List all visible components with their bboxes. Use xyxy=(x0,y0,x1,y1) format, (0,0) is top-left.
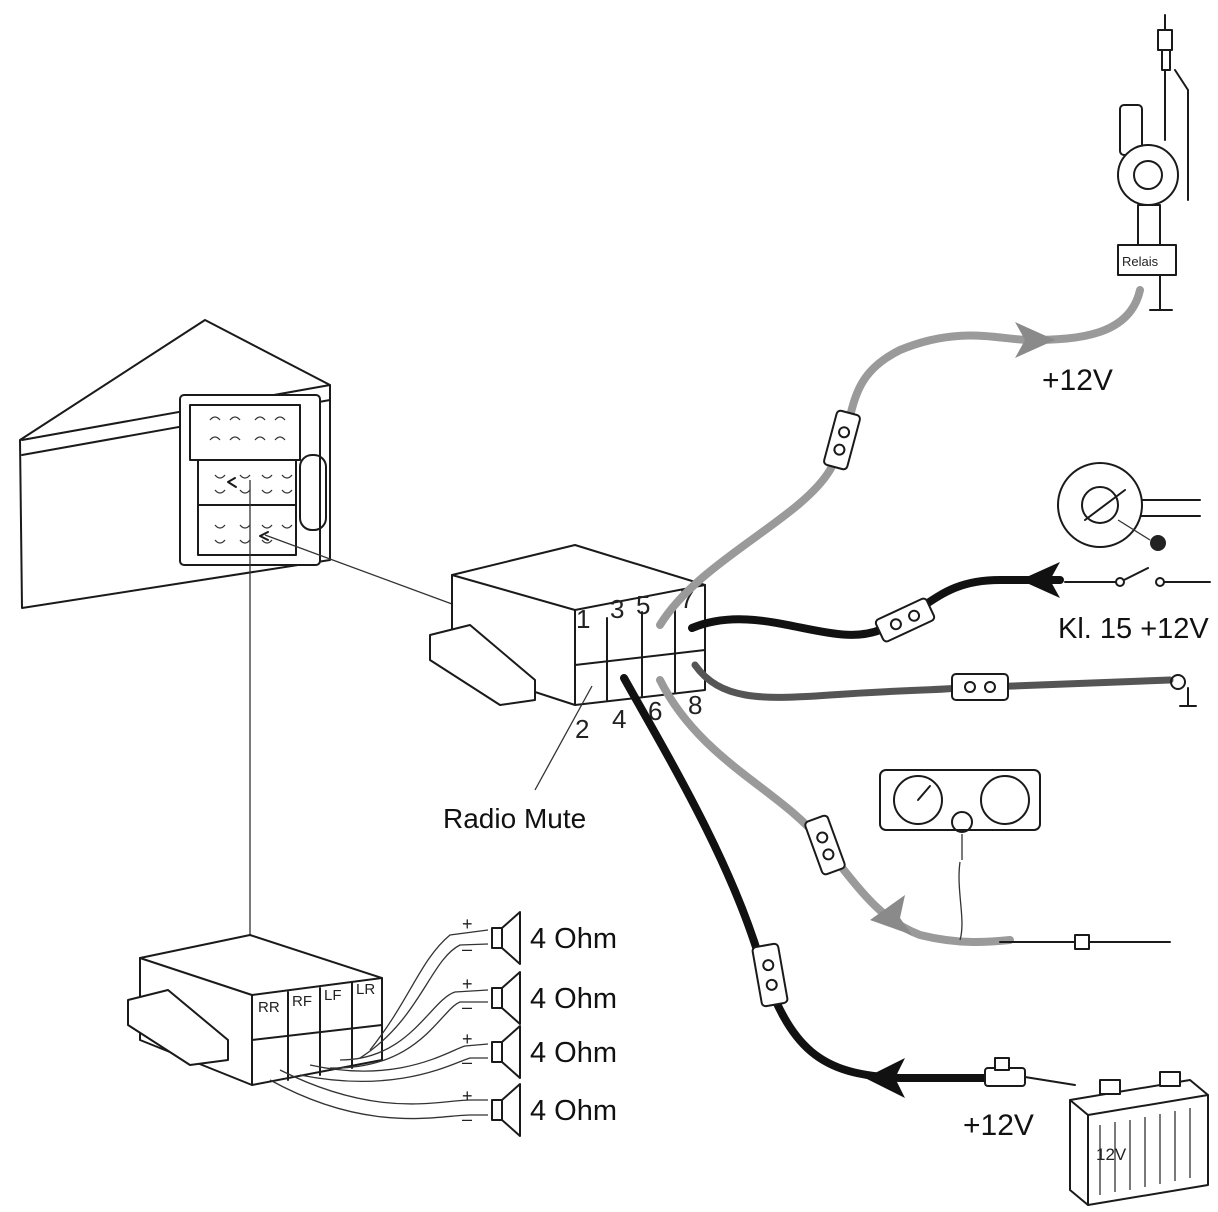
inline-fuse-icon xyxy=(804,814,846,876)
pin-5-label: 5 xyxy=(636,590,650,620)
ignition-wire xyxy=(688,576,1064,639)
antenna-power-label: +12V xyxy=(1042,364,1113,397)
speaker-minus: – xyxy=(462,939,472,959)
channel-lr-label: LR xyxy=(356,981,375,998)
ignition-switch-icon xyxy=(1064,567,1211,587)
speaker-minus: – xyxy=(462,1109,472,1129)
speaker-minus: – xyxy=(462,1052,472,1072)
pin-8-label: 8 xyxy=(688,690,702,720)
inline-fuse-icon xyxy=(874,597,936,643)
speaker-plus: + xyxy=(462,1086,473,1106)
antenna-wire xyxy=(656,286,1144,629)
speaker-2: + – 4 Ohm xyxy=(462,971,617,1025)
battery-voltage-label: 12V xyxy=(1096,1145,1127,1164)
pin-4-label: 4 xyxy=(612,704,626,734)
ground-wire xyxy=(691,661,1174,701)
speaker-icon xyxy=(491,971,521,1025)
arrow-left-icon xyxy=(865,1058,905,1098)
battery-power-label: +12V xyxy=(963,1109,1034,1142)
speaker-3: + – 4 Ohm xyxy=(462,1025,617,1079)
instrument-cluster-icon xyxy=(879,769,1041,860)
channel-lf-label: LF xyxy=(324,987,342,1004)
speaker-plus: + xyxy=(462,974,473,994)
speaker-impedance: 4 Ohm xyxy=(530,1095,617,1127)
arrow-left-icon xyxy=(870,895,912,935)
inline-fuse-icon xyxy=(751,942,789,1008)
ground-terminal-icon xyxy=(1170,674,1197,707)
arrow-left-icon xyxy=(1020,562,1060,598)
illumination-wire xyxy=(656,676,1014,946)
channel-rr-label: RR xyxy=(258,999,280,1016)
battery-icon: 12V xyxy=(1069,1071,1209,1206)
speaker-icon xyxy=(491,1025,521,1079)
inline-fuse-icon xyxy=(951,673,1009,701)
speaker-adapter-connector: RR RF LF LR xyxy=(127,934,383,1086)
pin-2-label: 2 xyxy=(575,714,589,744)
pin-6-label: 6 xyxy=(648,696,662,726)
speaker-impedance: 4 Ohm xyxy=(530,923,617,955)
pin-1-label: 1 xyxy=(576,604,590,634)
channel-rf-label: RF xyxy=(292,993,312,1010)
relay-label: Relais xyxy=(1122,254,1159,269)
ignition-label: Kl. 15 +12V xyxy=(1058,613,1209,645)
battery-wire xyxy=(620,674,1004,1082)
battery-clamp-icon xyxy=(984,1057,1076,1087)
speaker-4: + – 4 Ohm xyxy=(462,1083,617,1137)
speaker-wires xyxy=(269,929,489,1120)
speaker-1: + – 4 Ohm xyxy=(462,911,617,965)
pin-3-label: 3 xyxy=(610,594,624,624)
radio-head-unit xyxy=(19,319,331,609)
speaker-impedance: 4 Ohm xyxy=(530,1037,617,1069)
ignition-lock-icon xyxy=(1057,462,1201,551)
inline-fuse-icon xyxy=(823,409,861,471)
radio-mute-label: Radio Mute xyxy=(443,803,586,834)
speaker-plus: + xyxy=(462,1029,473,1049)
speaker-icon xyxy=(491,1083,521,1137)
speaker-icon xyxy=(491,911,521,965)
power-antenna-icon: Relais xyxy=(1117,14,1189,311)
connector-pins-icon xyxy=(209,416,293,544)
speaker-impedance: 4 Ohm xyxy=(530,983,617,1015)
speaker-plus: + xyxy=(462,914,473,934)
arrow-right-icon xyxy=(1015,322,1055,358)
iso-adapter-connector: 1 3 5 7 2 4 6 8 xyxy=(429,544,706,744)
speaker-minus: – xyxy=(462,997,472,1017)
